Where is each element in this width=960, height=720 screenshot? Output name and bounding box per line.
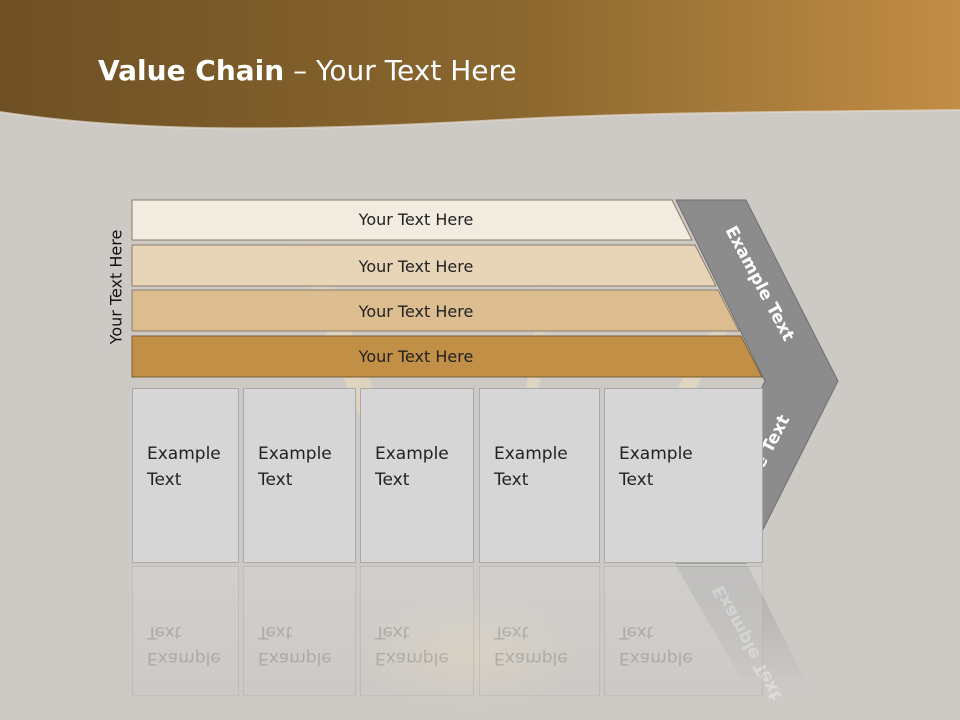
- bar-2: Your Text Here: [131, 244, 717, 287]
- reflection-5-line1: Example: [619, 648, 693, 668]
- example-box-3-line1: Example: [375, 444, 449, 464]
- bar-1: Your Text Here: [131, 199, 693, 241]
- example-box-3-reflection: Example Text: [360, 566, 474, 696]
- bar-4: Your Text Here: [131, 335, 763, 378]
- title-rest: – Your Text Here: [284, 54, 517, 87]
- example-box-2-reflection: Example Text: [243, 566, 356, 696]
- bar-2-shape: [131, 244, 717, 287]
- reflection-4-line1: Example: [494, 648, 568, 668]
- reflection-2-line2: Text: [258, 622, 293, 642]
- bar-3-shape: [131, 289, 740, 332]
- reflection-1-line2: Text: [147, 622, 182, 642]
- bar-3-label: Your Text Here: [358, 302, 474, 321]
- example-box-4-line1: Example: [494, 444, 568, 464]
- reflection-2-line1: Example: [258, 648, 332, 668]
- reflection-1-line1: Example: [147, 648, 221, 668]
- bar-4-shape: [131, 335, 763, 378]
- example-box-1-line2: Text: [147, 470, 182, 490]
- title-bold: Value Chain: [98, 54, 285, 87]
- example-box-5-line2: Text: [619, 470, 654, 490]
- bar-1-shape: [131, 199, 693, 241]
- bar-1-label: Your Text Here: [358, 210, 474, 229]
- reflection-3-line1: Example: [375, 648, 449, 668]
- bar-2-label: Your Text Here: [358, 257, 474, 276]
- example-box-2-line2: Text: [258, 470, 293, 490]
- example-box-3-line2: Text: [375, 470, 410, 490]
- bar-3: Your Text Here: [131, 289, 740, 332]
- example-box-1-line1: Example: [147, 444, 221, 464]
- example-box-5-reflection: Example Text: [604, 566, 763, 696]
- header-band: [0, 0, 960, 129]
- reflection-4-line2: Text: [494, 622, 529, 642]
- example-box-1-reflection: Example Text: [132, 566, 239, 696]
- example-box-5-line1: Example: [619, 444, 693, 464]
- slide-title: Value Chain – Your Text Here: [98, 54, 517, 87]
- reflection-3-line2: Text: [375, 622, 410, 642]
- example-box-4-reflection: Example Text: [479, 566, 600, 696]
- example-box-4-line2: Text: [494, 470, 529, 490]
- example-box-2-line1: Example: [258, 444, 332, 464]
- bar-4-label: Your Text Here: [358, 347, 474, 366]
- chevron-reflection: [676, 566, 810, 690]
- reflection-5-line2: Text: [619, 622, 654, 642]
